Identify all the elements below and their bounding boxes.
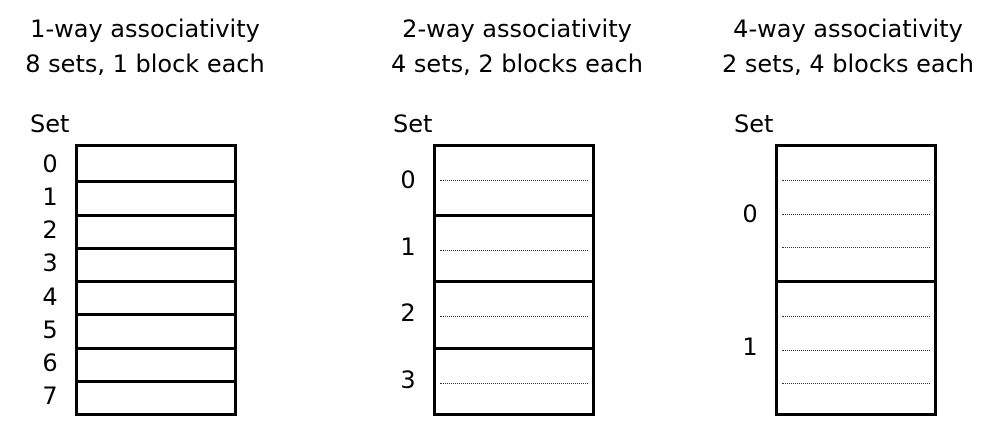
- two-way-way-divider: [440, 382, 588, 384]
- two-way-set-index: 1: [400, 232, 416, 261]
- two-way-cache-box: [433, 144, 595, 416]
- one-way-set-index: 0: [42, 149, 58, 178]
- four-way-way-divider: [782, 246, 930, 248]
- one-way-cache-box: [75, 144, 237, 416]
- four-way-set-header: Set: [734, 110, 774, 138]
- four-way-set-index: 1: [742, 332, 758, 361]
- two-way-set-row: [436, 213, 592, 281]
- one-way-set-index: 4: [42, 282, 58, 311]
- one-way-set-index: 3: [42, 249, 58, 278]
- two-way-set-index: 0: [400, 166, 416, 195]
- one-way-set-row: [78, 280, 234, 313]
- four-way-way-divider: [782, 180, 930, 182]
- one-way-set-row: [78, 346, 234, 380]
- two-way-set-row: [436, 346, 592, 414]
- one-way-title-line2: 8 sets, 1 block each: [25, 50, 265, 78]
- one-way-title: 1-way associativity 8 sets, 1 block each: [14, 12, 276, 82]
- four-way-set-row: [778, 280, 934, 413]
- one-way-set-row: [78, 213, 234, 247]
- four-way-set-row: [778, 147, 934, 280]
- two-way-title: 2-way associativity 4 sets, 2 blocks eac…: [372, 12, 662, 82]
- one-way-set-index: 2: [42, 216, 58, 245]
- two-way-title-line1: 2-way associativity: [402, 15, 632, 43]
- two-way-way-divider: [440, 316, 588, 318]
- four-way-way-divider: [782, 349, 930, 351]
- one-way-set-row: [78, 180, 234, 213]
- four-way-panel: 4-way associativity 2 sets, 4 blocks eac…: [700, 0, 987, 441]
- two-way-way-divider: [440, 180, 588, 182]
- one-way-set-row: [78, 313, 234, 346]
- two-way-set-index: 3: [400, 365, 416, 394]
- four-way-way-divider: [782, 316, 930, 318]
- two-way-set-header: Set: [393, 110, 433, 138]
- four-way-set-index: 0: [742, 199, 758, 228]
- two-way-set-row: [436, 147, 592, 214]
- two-way-panel: 2-way associativity 4 sets, 2 blocks eac…: [360, 0, 660, 441]
- four-way-title: 4-way associativity 2 sets, 4 blocks eac…: [714, 12, 982, 82]
- four-way-way-divider: [782, 213, 930, 215]
- one-way-set-row: [78, 147, 234, 180]
- two-way-title-line2: 4 sets, 2 blocks each: [391, 50, 643, 78]
- four-way-title-line1: 4-way associativity: [733, 15, 963, 43]
- one-way-set-index: 7: [42, 382, 58, 411]
- two-way-set-row: [436, 280, 592, 347]
- one-way-panel: 1-way associativity 8 sets, 1 block each…: [0, 0, 290, 441]
- one-way-set-header: Set: [30, 110, 70, 138]
- four-way-way-divider: [782, 382, 930, 384]
- one-way-set-row: [78, 246, 234, 280]
- two-way-set-index: 2: [400, 299, 416, 328]
- one-way-title-line1: 1-way associativity: [30, 15, 260, 43]
- four-way-title-line2: 2 sets, 4 blocks each: [722, 50, 974, 78]
- two-way-way-divider: [440, 249, 588, 251]
- one-way-set-index: 6: [42, 349, 58, 378]
- one-way-set-index: 1: [42, 182, 58, 211]
- one-way-set-index: 5: [42, 315, 58, 344]
- four-way-cache-box: [775, 144, 937, 416]
- one-way-set-row: [78, 379, 234, 413]
